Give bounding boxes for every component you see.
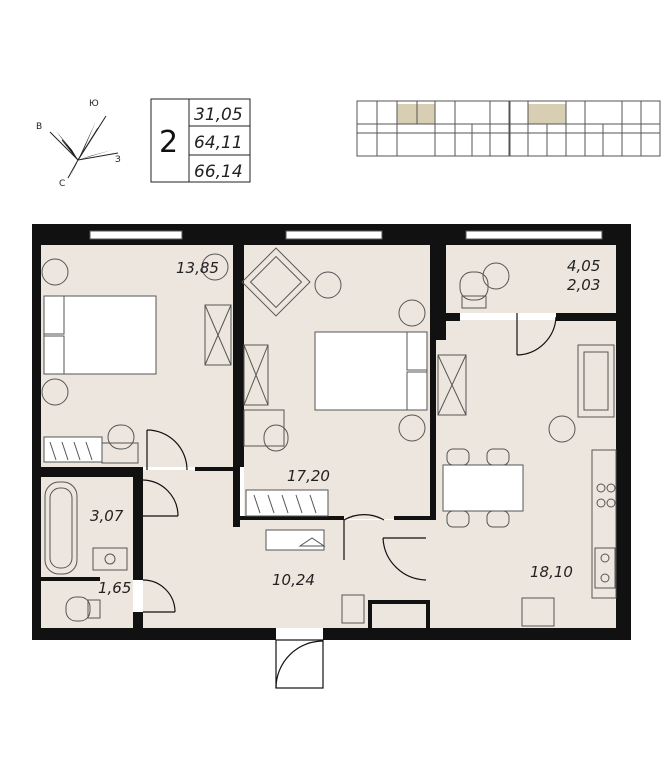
sofa [577, 344, 615, 418]
tv-stand-kitchen [437, 354, 467, 416]
stove-icon [596, 483, 616, 508]
armchair-middle [241, 247, 311, 317]
key-plan-highlight-2 [528, 104, 566, 124]
toilet-area: 1,65 [98, 579, 131, 597]
room-count: 2 [159, 125, 178, 160]
bathroom-area: 3,07 [90, 507, 124, 525]
dining-table [442, 464, 524, 512]
living-area: 31,05 [194, 105, 243, 125]
entrance-door [275, 639, 324, 689]
furniture [41, 247, 617, 627]
key-plan-highlight-1 [397, 104, 435, 124]
chair-left [107, 424, 135, 450]
kitchen-counter [591, 449, 617, 599]
tv-stand-middle [243, 344, 269, 406]
compass-south-label: С [59, 179, 65, 189]
balcony-chair [459, 271, 489, 301]
bed [43, 295, 157, 375]
balcony-area-2: 2,03 [567, 276, 600, 294]
tv-stand-left [204, 304, 232, 366]
balcony-area-1: 4,05 [567, 257, 600, 275]
compass-rose: Ю В З С [36, 99, 121, 189]
kitchen-living-area: 18,10 [530, 563, 573, 581]
lamp-icon [41, 258, 69, 286]
shoe-rack [265, 529, 325, 551]
toilet [65, 596, 91, 622]
bedroom-left-area: 13,85 [176, 259, 219, 277]
hall-cabinet [341, 594, 365, 624]
compass-east-label: З [115, 155, 121, 165]
wardrobe-left [43, 436, 103, 463]
kitchen-sink [594, 547, 616, 589]
hallway-area: 10,24 [272, 571, 315, 589]
doors [142, 313, 557, 689]
bathtub [44, 481, 78, 575]
bedroom-middle-area: 17,20 [287, 467, 330, 485]
key-plan [356, 100, 661, 157]
total-area: 66,14 [194, 162, 243, 182]
windows [89, 230, 603, 240]
area-summary-table [150, 98, 251, 183]
total-area-without-balcony: 64,11 [194, 133, 243, 153]
fridge [521, 597, 555, 627]
bed-middle [314, 331, 428, 411]
sink [92, 547, 128, 571]
desk-left [101, 442, 139, 464]
compass-north-label: Ю [89, 99, 99, 109]
compass-west-label: В [36, 122, 42, 132]
